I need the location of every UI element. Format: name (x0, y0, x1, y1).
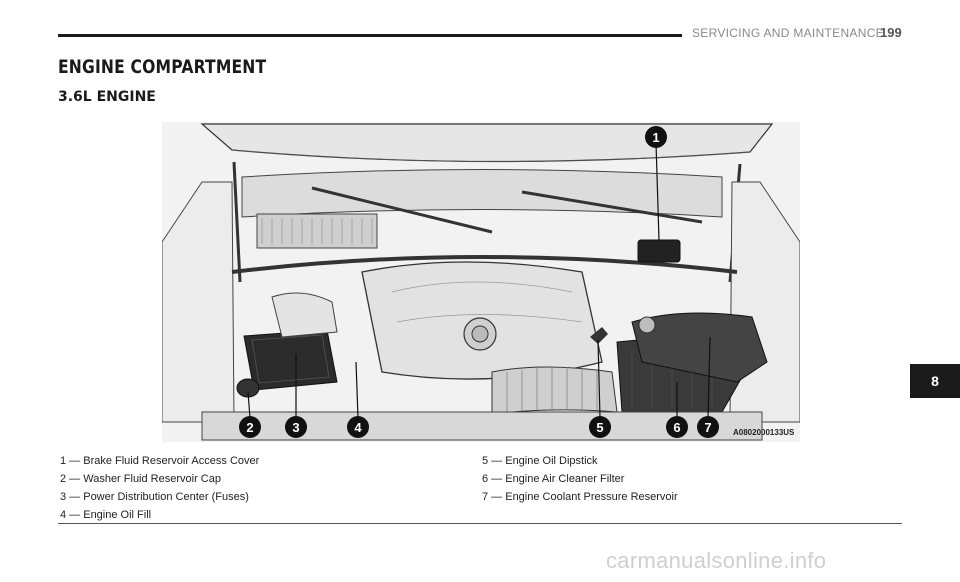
sub-title-small-caps: NGINE (106, 89, 156, 105)
callout-1: 1 (645, 126, 667, 148)
engine-illustration: 1 2 3 4 5 6 7 (162, 123, 800, 441)
callout-1-label: 1 (652, 130, 659, 145)
legend-item: 7 — Engine Coolant Pressure Reservoir (482, 491, 678, 503)
callout-7-label: 7 (704, 420, 711, 435)
callout-4: 4 (347, 416, 369, 438)
callout-3-label: 3 (292, 420, 299, 435)
legend-item: 5 — Engine Oil Dipstick (482, 455, 598, 467)
figure-ref-code: A0802000133US (733, 428, 795, 437)
callout-5: 5 (589, 416, 611, 438)
callout-6-label: 6 (673, 420, 680, 435)
legend-column-left: 1 — Brake Fluid Reservoir Access Cover 2… (60, 452, 259, 524)
page-number: 199 (880, 25, 902, 40)
legend-column-right: 5 — Engine Oil Dipstick 6 — Engine Air C… (482, 452, 678, 506)
callout-2-label: 2 (246, 420, 253, 435)
callout-3: 3 (285, 416, 307, 438)
running-head: SERVICING AND MAINTENANCE (692, 26, 884, 40)
callout-2: 2 (239, 416, 261, 438)
legend-item: 3 — Power Distribution Center (Fuses) (60, 491, 249, 503)
callout-6: 6 (666, 416, 688, 438)
header-rule (58, 34, 682, 37)
sub-title: 3.6L ENGINE (58, 89, 156, 105)
watermark: carmanualsonline.info (606, 548, 827, 573)
callout-5-label: 5 (596, 420, 603, 435)
legend-item: 4 — Engine Oil Fill (60, 509, 152, 521)
chapter-tab: 8 (910, 364, 960, 398)
legend-item: 2 — Washer Fluid Reservoir Cap (60, 473, 221, 485)
section-title: ENGINE COMPARTMENT (58, 56, 267, 78)
legend-item: 6 — Engine Air Cleaner Filter (482, 473, 625, 485)
sub-title-prefix: 3.6L E (58, 89, 107, 105)
callout-7: 7 (697, 416, 719, 438)
callout-4-label: 4 (354, 420, 362, 435)
engine-compartment-figure: 1 2 3 4 5 6 7 (162, 122, 800, 442)
legend-rule (58, 523, 902, 524)
legend-item: 1 — Brake Fluid Reservoir Access Cover (60, 455, 260, 467)
